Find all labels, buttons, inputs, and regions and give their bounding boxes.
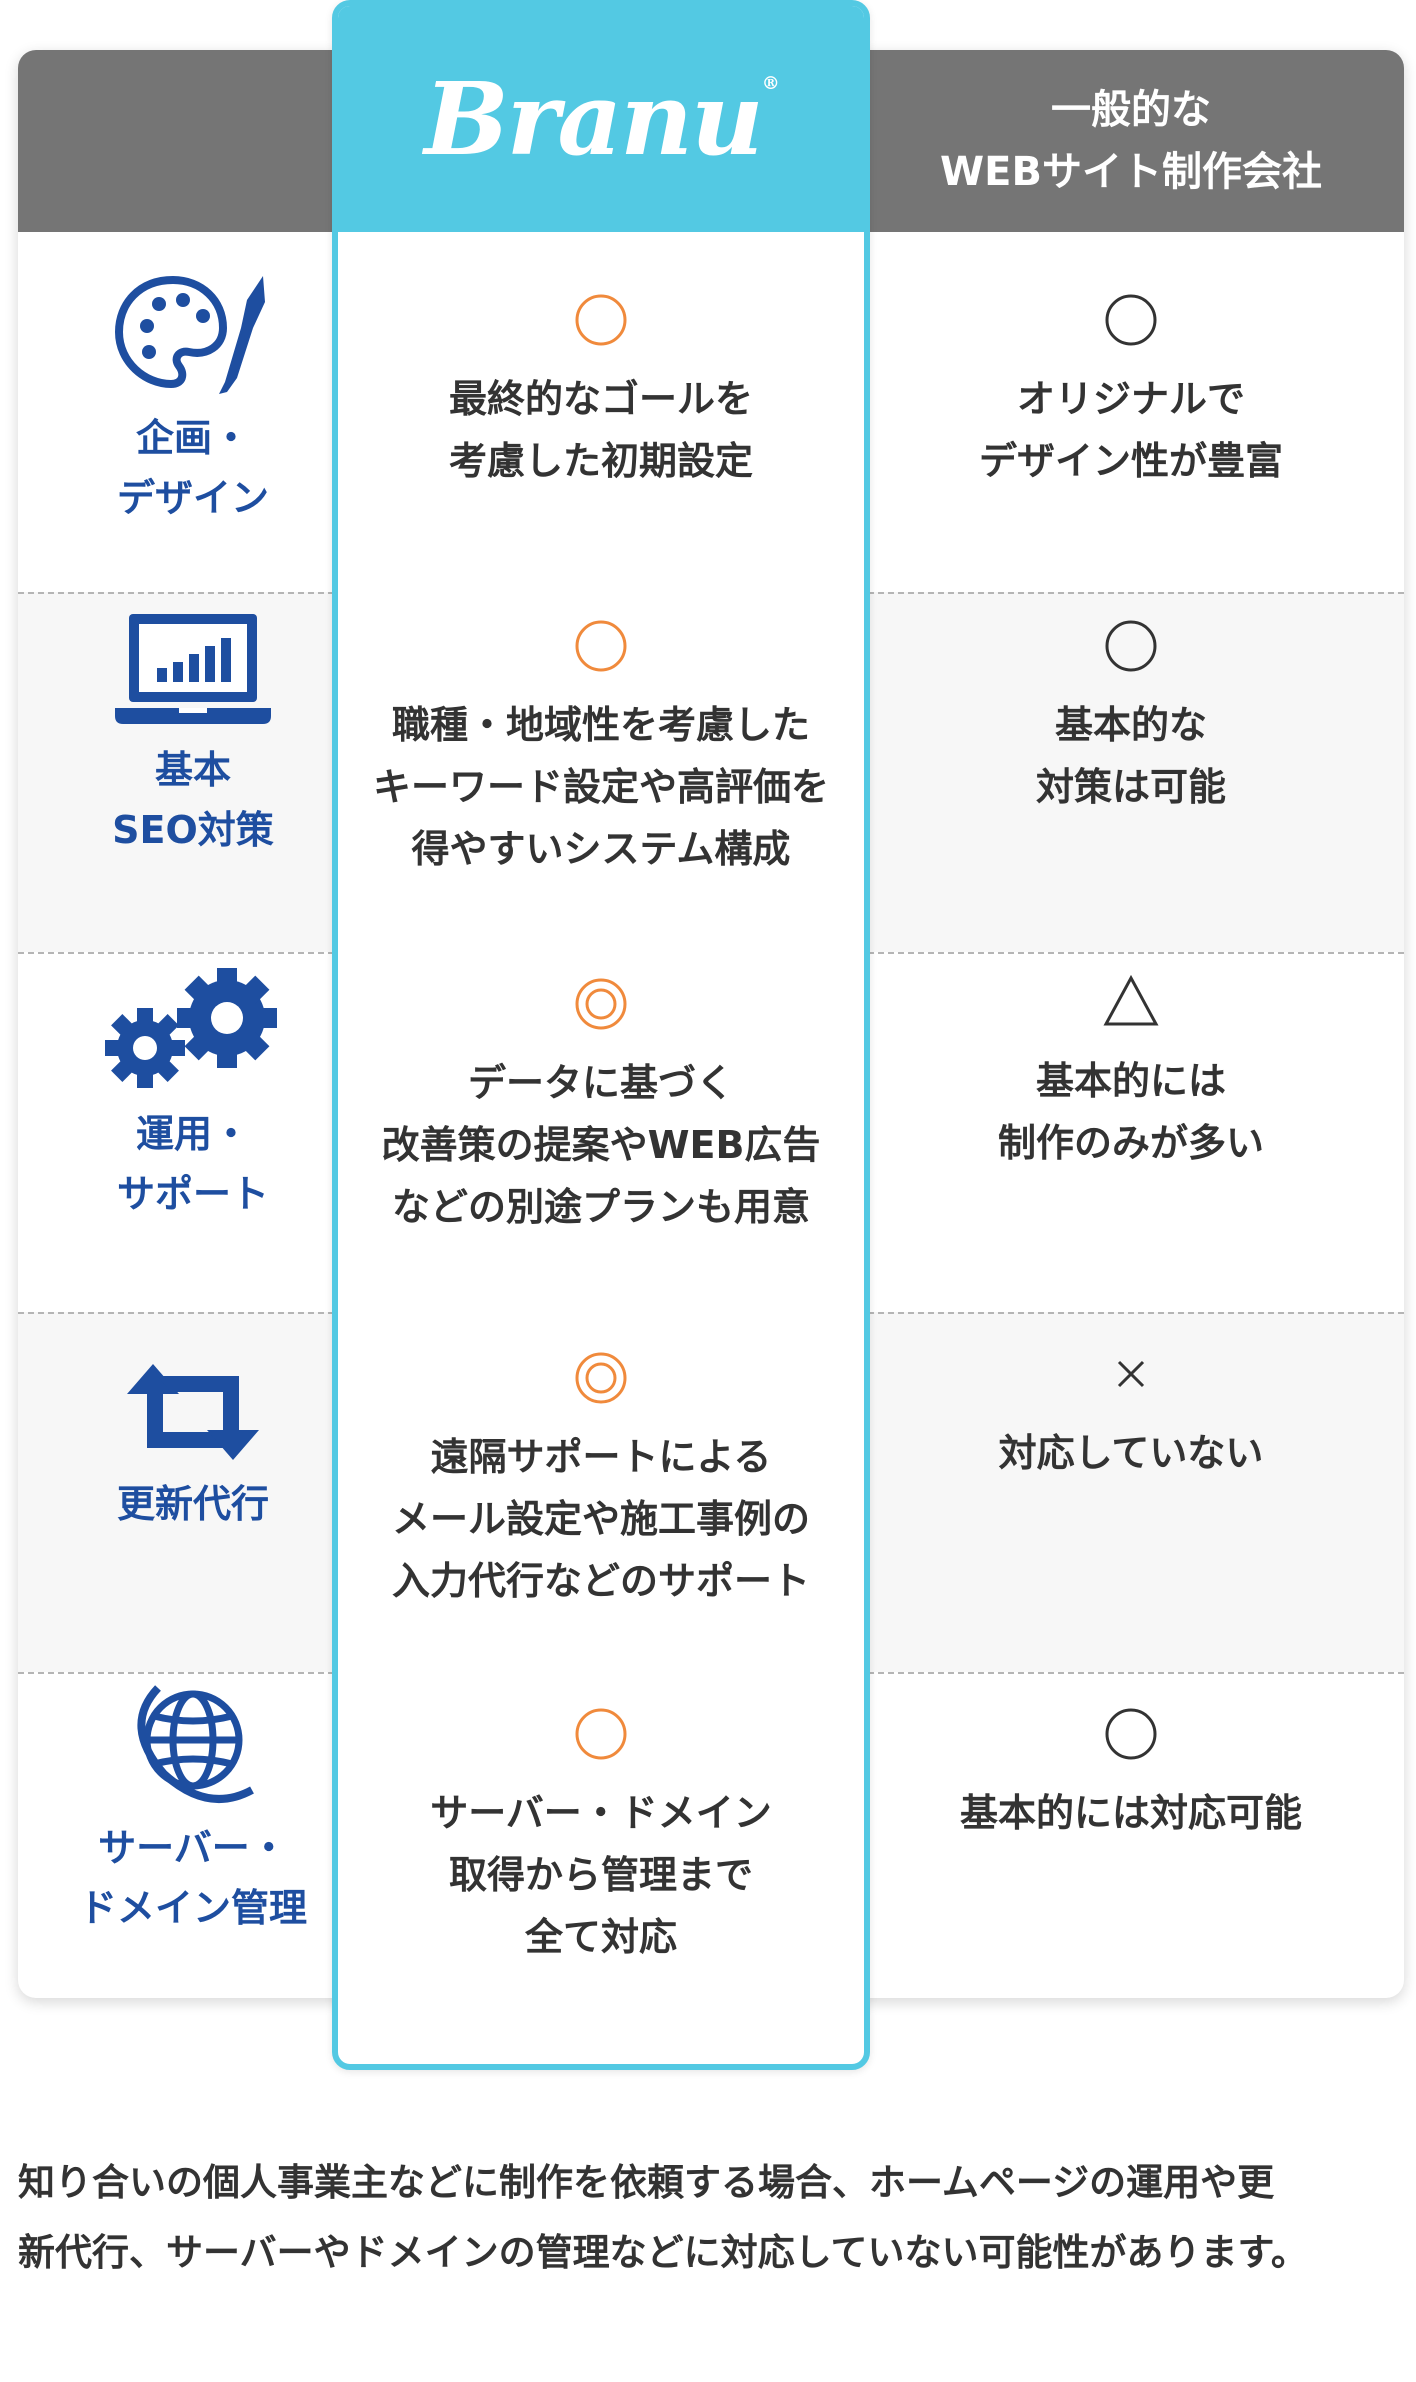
globe-icon [137,1685,254,1803]
branu-cell-text: サーバー・ドメイン 取得から管理まで 全て対応 [430,1791,772,1959]
gears-icon [105,968,277,1088]
branu-cell-planning: 最終的なゴールを 考慮した初期設定 [338,292,864,492]
branu-cell-text: データに基づく 改善策の提案やWEB広告 などの別途プランも用意 [381,1061,821,1229]
branu-header: Branu® [338,6,864,232]
other-header-line2: WEBサイト制作会社 [940,149,1322,195]
branu-cell-text: 遠隔サポートによる メール設定や施工事例の 入力代行などのサポート [391,1435,810,1603]
other-cell-update: 対応していない [858,1346,1404,1484]
category-label: 運用・ サポート [116,1112,269,1216]
branu-column: Branu® 最終的なゴールを 考慮した初期設定 職種・地域性を考慮した キーワ… [332,0,870,2070]
other-header-line1: 一般的な [1051,87,1211,133]
circle-mark-icon [575,620,627,672]
other-cell-planning: オリジナルで デザイン性が豊富 [858,292,1404,492]
branu-cell-seo: 職種・地域性を考慮した キーワード設定や高評価を 得やすいシステム構成 [338,618,864,880]
other-cell-server: 基本的には対応可能 [858,1706,1404,1844]
other-cell-operation: 基本的には 制作のみが多い [858,974,1404,1174]
category-server-domain: サーバー・ ドメイン管理 [36,1678,350,1938]
category-update-service: 更新代行 [36,1360,350,1534]
branu-cell-update: 遠隔サポートによる メール設定や施工事例の 入力代行などのサポート [338,1350,864,1612]
category-planning-design: 企画・ デザイン [36,272,350,528]
palette-icon [115,275,265,394]
category-label: 更新代行 [116,1482,269,1526]
category-label: 企画・ デザイン [116,416,269,520]
other-cell-seo: 基本的な 対策は可能 [858,618,1404,818]
other-cell-text: 基本的な 対策は可能 [1035,703,1226,809]
circle-mark-icon [575,1708,627,1760]
refresh-arrows-icon [127,1364,259,1460]
footnote: 知り合いの個人事業主などに制作を依頼する場合、ホームページの運用や更 新代行、サ… [18,2148,1398,2288]
category-label: 基本 SEO対策 [112,748,274,852]
other-cell-text: オリジナルで デザイン性が豊富 [978,377,1283,483]
branu-logo: Branu® [424,60,779,178]
cross-mark-icon [1117,1360,1145,1388]
other-cell-text: 対応していない [998,1431,1264,1475]
circle-mark-icon [1105,620,1157,672]
category-basic-seo: 基本 SEO対策 [36,608,350,860]
category-operation-support: 運用・ サポート [36,968,350,1224]
triangle-mark-icon [1103,974,1159,1026]
branu-cell-text: 最終的なゴールを 考慮した初期設定 [448,377,753,483]
footnote-line2: 新代行、サーバーやドメインの管理などに対応していない可能性があります。 [18,2231,1308,2274]
circle-mark-icon [1105,1708,1157,1760]
circle-mark-icon [1105,294,1157,346]
branu-cell-operation: データに基づく 改善策の提案やWEB広告 などの別途プランも用意 [338,976,864,1238]
double-circle-mark-icon [575,1352,627,1404]
other-cell-text: 基本的には対応可能 [959,1791,1302,1835]
branu-cell-server: サーバー・ドメイン 取得から管理まで 全て対応 [338,1706,864,1968]
other-cell-text: 基本的には 制作のみが多い [997,1059,1264,1165]
branu-cell-text: 職種・地域性を考慮した キーワード設定や高評価を 得やすいシステム構成 [372,703,829,871]
other-company-header: 一般的な WEBサイト制作会社 [858,50,1404,232]
laptop-chart-icon [115,614,271,724]
category-label: サーバー・ ドメイン管理 [78,1826,307,1930]
circle-mark-icon [575,294,627,346]
double-circle-mark-icon [575,978,627,1030]
footnote-line1: 知り合いの個人事業主などに制作を依頼する場合、ホームページの運用や更 [18,2161,1275,2204]
